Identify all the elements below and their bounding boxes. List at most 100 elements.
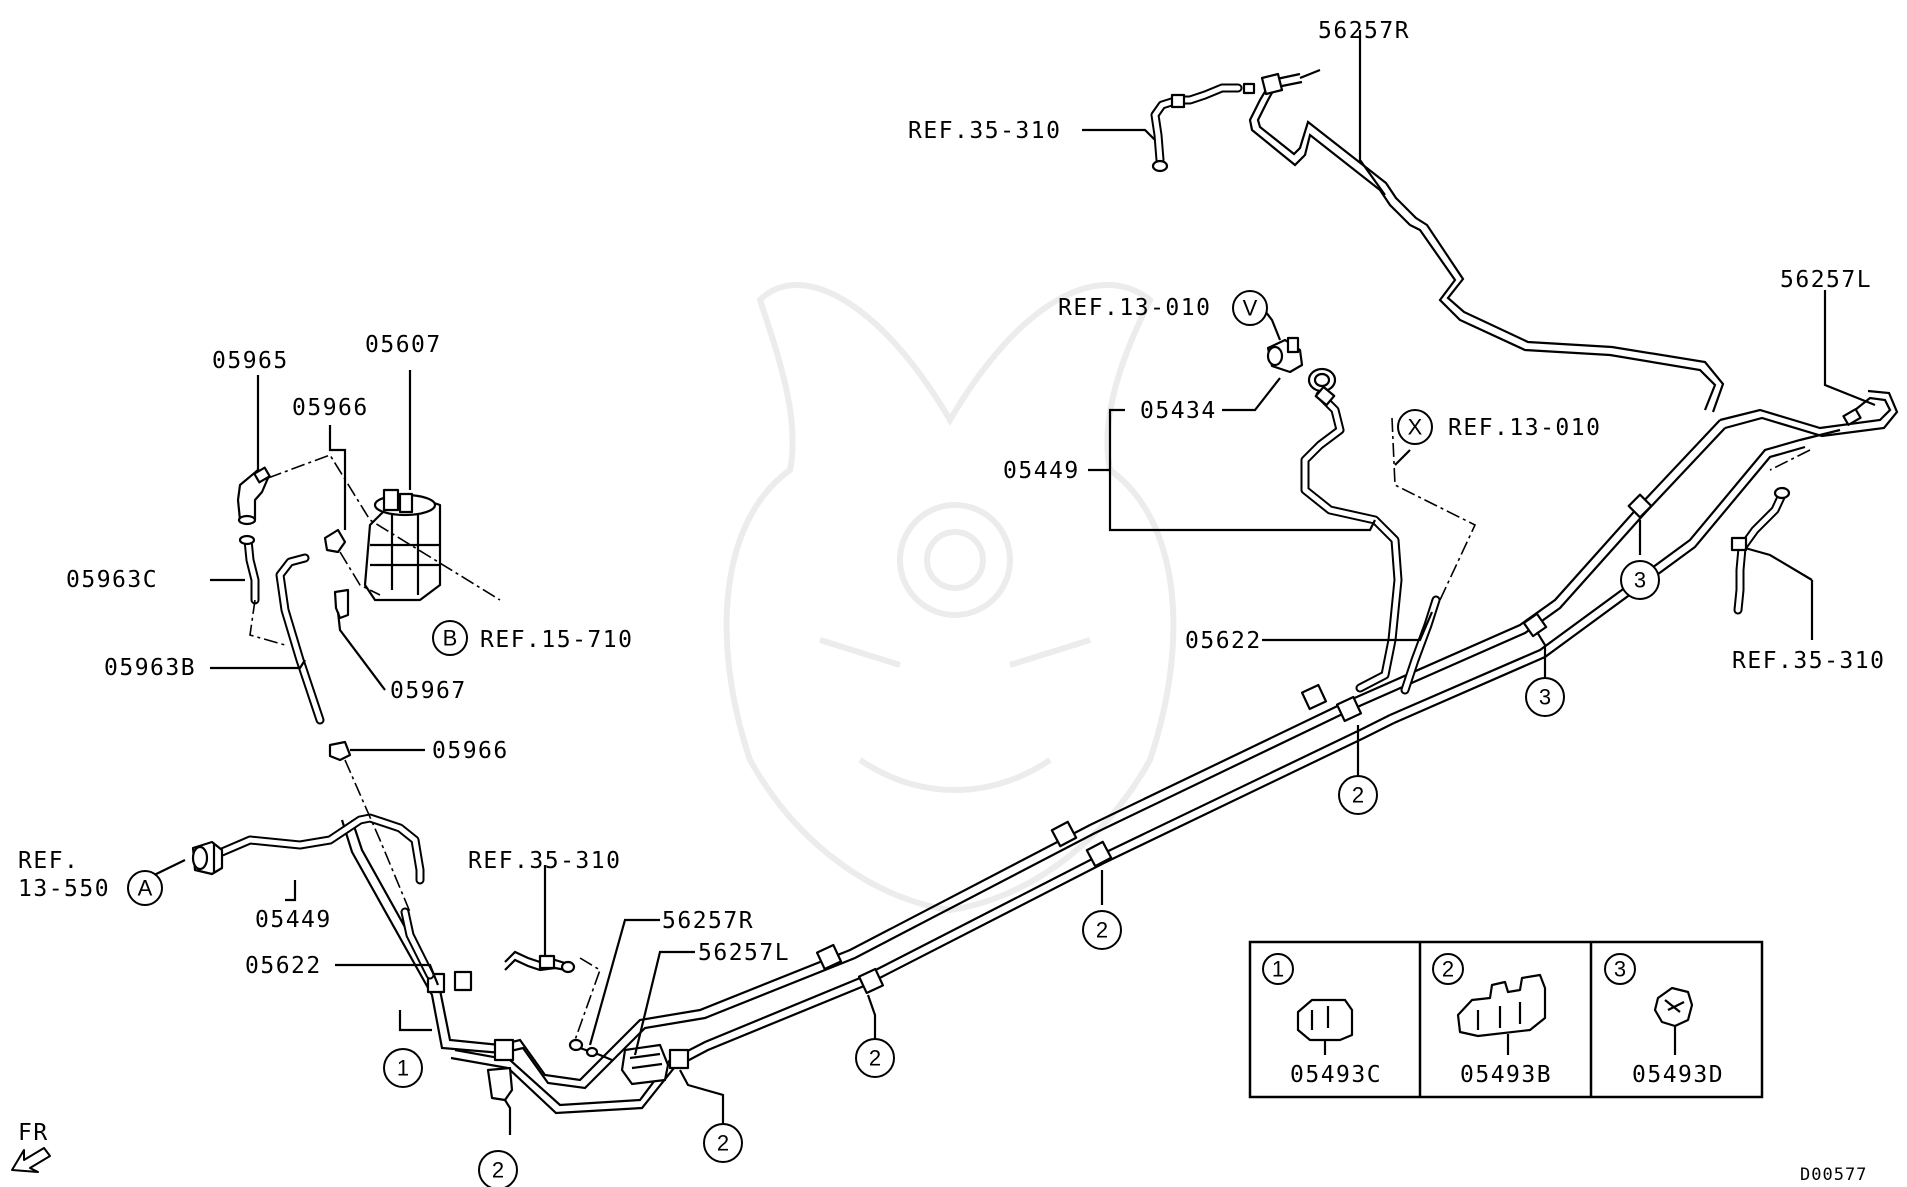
tube-05622-left bbox=[400, 907, 435, 980]
watermark-mask-graphic bbox=[723, 282, 1177, 914]
label-05966-bottom: 05966 bbox=[432, 738, 509, 764]
label-05963b: 05963B bbox=[104, 655, 196, 681]
ref-circle-v: V bbox=[1232, 290, 1268, 326]
callout-2: 2 bbox=[703, 1123, 743, 1163]
ref-label-13-550-line2: 13-550 bbox=[18, 876, 110, 902]
hose-05963c bbox=[238, 534, 260, 605]
label-05607: 05607 bbox=[365, 332, 442, 358]
ref-circle-a: A bbox=[127, 870, 163, 906]
ref-label-35-310-right: REF.35-310 bbox=[1732, 648, 1885, 674]
svg-text:3: 3 bbox=[1614, 957, 1626, 982]
label-05965: 05965 bbox=[212, 348, 289, 374]
ref-letter-circles: B A V X bbox=[127, 290, 1433, 906]
clip-icon bbox=[1627, 493, 1653, 519]
label-05622-left: 05622 bbox=[245, 953, 322, 979]
label-leaders bbox=[147, 30, 1876, 1140]
ref-circle-b: B bbox=[432, 620, 468, 656]
clip-icon bbox=[453, 970, 473, 992]
callout-2: 2 bbox=[855, 1038, 895, 1078]
part-labels: 05965 05607 05966 05963C 05963B 05967 05… bbox=[66, 18, 1872, 979]
front-direction-indicator: FR bbox=[11, 1120, 51, 1173]
svg-text:2: 2 bbox=[492, 1158, 504, 1183]
svg-text:V: V bbox=[1243, 296, 1258, 321]
svg-text:2: 2 bbox=[1442, 957, 1454, 982]
fitting-05434 bbox=[1266, 336, 1304, 374]
ref-label-35-310-mid: REF.35-310 bbox=[468, 848, 621, 874]
legend-part-05493c: 05493C bbox=[1290, 1062, 1382, 1088]
svg-text:B: B bbox=[443, 626, 458, 651]
label-05967: 05967 bbox=[390, 678, 467, 704]
svg-text:2: 2 bbox=[717, 1131, 729, 1156]
clamp-05966-top-icon bbox=[323, 528, 347, 554]
callout-2: 2 bbox=[1082, 910, 1122, 950]
label-05434: 05434 bbox=[1140, 398, 1217, 424]
canister-port-icon bbox=[382, 488, 400, 512]
clip-icon bbox=[1300, 683, 1328, 711]
clip-icon bbox=[668, 1048, 690, 1070]
legend-part-05493d: 05493D bbox=[1632, 1062, 1724, 1088]
clip-icon bbox=[815, 943, 843, 971]
bracket-icon bbox=[486, 1066, 514, 1102]
clip-icon bbox=[493, 1038, 515, 1062]
clip-05493c-icon bbox=[1296, 998, 1354, 1042]
clamps-and-bracket bbox=[323, 528, 352, 762]
pipe-fitting-icon bbox=[1842, 408, 1862, 426]
svg-text:2: 2 bbox=[869, 1046, 881, 1071]
hose-ref-35-310-right bbox=[1730, 486, 1791, 615]
clip-icon bbox=[1335, 695, 1363, 723]
pipe-56257r bbox=[1248, 68, 1725, 413]
label-56257l-mid: 56257L bbox=[698, 940, 790, 966]
diagram-id-code: D00577 bbox=[1800, 1165, 1867, 1185]
ref-label-13-010-x: REF.13-010 bbox=[1448, 415, 1601, 441]
label-56257r-top: 56257R bbox=[1318, 18, 1410, 44]
clamp-icon bbox=[1730, 536, 1748, 552]
label-05966-top: 05966 bbox=[292, 395, 369, 421]
label-05622-right: 05622 bbox=[1185, 628, 1262, 654]
clip-legend: 1 05493C 2 05493B 3 05493D bbox=[1248, 940, 1764, 1099]
ref-label-13-010-v: REF.13-010 bbox=[1058, 295, 1211, 321]
svg-text:1: 1 bbox=[1272, 957, 1284, 982]
label-05963c: 05963C bbox=[66, 567, 158, 593]
clip-callouts: 1 2 2 2 2 2 3 3 bbox=[383, 560, 1660, 1187]
ref-circle-x: X bbox=[1397, 409, 1433, 445]
pipe-fitting-icon bbox=[1260, 72, 1284, 96]
front-direction-label: FR bbox=[18, 1120, 49, 1146]
bundle-clips bbox=[426, 493, 1653, 1102]
callout-2: 2 bbox=[478, 1150, 518, 1187]
hose-ref-35-310-top bbox=[1150, 82, 1256, 173]
hose-05963b bbox=[275, 553, 325, 725]
clip-icon bbox=[1522, 612, 1548, 638]
ref-label-15-710: REF.15-710 bbox=[480, 627, 633, 653]
svg-text:3: 3 bbox=[1539, 685, 1551, 710]
front-arrow-icon bbox=[11, 1147, 51, 1173]
label-05449-left: 05449 bbox=[255, 907, 332, 933]
canister-05607 bbox=[363, 488, 442, 602]
legend-cell-1: 1 05493C bbox=[1262, 953, 1382, 1088]
callout-3: 3 bbox=[1525, 677, 1565, 717]
ref-labels: REF.15-710 REF. 13-550 REF.35-310 REF.35… bbox=[18, 118, 1885, 902]
clamp-05966-bottom-icon bbox=[328, 740, 352, 762]
elbow-05965 bbox=[236, 466, 271, 526]
legend-part-05493b: 05493B bbox=[1460, 1062, 1552, 1088]
callout-1: 1 bbox=[383, 1048, 423, 1088]
label-56257r-mid: 56257R bbox=[662, 908, 754, 934]
clip-icon bbox=[857, 967, 885, 995]
connector-block bbox=[568, 1038, 670, 1086]
dash-leaders bbox=[249, 417, 1811, 1041]
svg-text:2: 2 bbox=[1352, 783, 1364, 808]
hose-ref-35-310-mid bbox=[504, 950, 576, 974]
callout-3: 3 bbox=[1620, 560, 1660, 600]
ref-label-35-310-top: REF.35-310 bbox=[908, 118, 1061, 144]
svg-text:A: A bbox=[138, 876, 153, 901]
label-05449-mid: 05449 bbox=[1003, 458, 1080, 484]
svg-text:1: 1 bbox=[397, 1056, 409, 1081]
hose-05449-left bbox=[191, 813, 425, 885]
legend-cell-3: 3 05493D bbox=[1604, 953, 1724, 1088]
clamp-icon bbox=[1170, 93, 1186, 109]
legend-cell-2: 2 05493B bbox=[1432, 953, 1552, 1088]
svg-text:X: X bbox=[1408, 415, 1423, 440]
label-56257l-right: 56257L bbox=[1780, 267, 1872, 293]
bracket-05967-icon bbox=[333, 588, 350, 620]
